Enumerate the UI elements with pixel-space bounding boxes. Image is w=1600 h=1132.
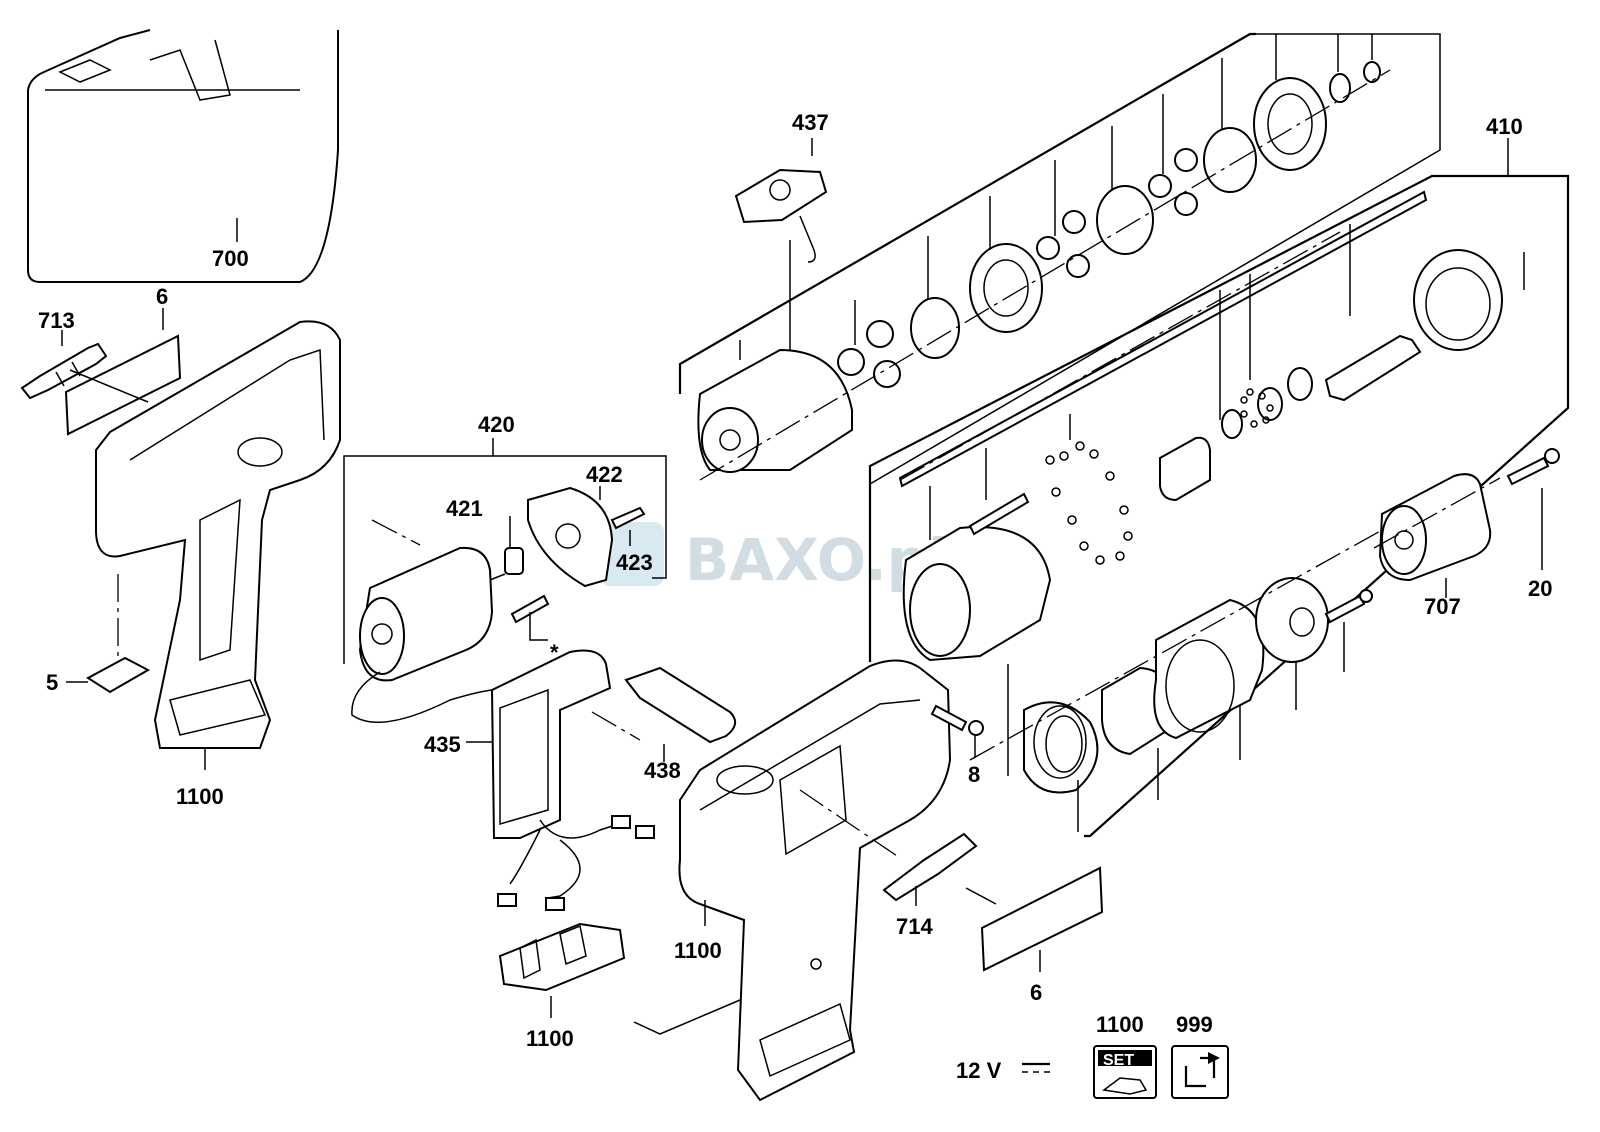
label-707: 707 [1424, 594, 1461, 619]
battery-terminal-block [498, 922, 626, 1018]
label-410: 410 [1486, 114, 1523, 139]
switch-button-438 [624, 666, 737, 762]
label-423: 423 [616, 550, 653, 575]
label-713: 713 [38, 308, 75, 333]
part-labels: 700 713 6 5 1100 420 421 422 423 * 435 4… [38, 110, 1552, 1083]
label-8: 8 [968, 762, 980, 787]
voltage-label: 12 V [956, 1058, 1002, 1083]
label-1100-set: 1100 [1096, 1012, 1144, 1037]
motor-group-420 [343, 438, 667, 724]
label-420: 420 [478, 412, 515, 437]
replacement-icon [1171, 1045, 1229, 1099]
clutch-balls [1045, 441, 1133, 565]
label-700: 700 [212, 246, 249, 271]
asterisk: * [550, 640, 559, 665]
carry-case [27, 29, 339, 283]
switch-435 [466, 649, 655, 911]
screw-20 [1373, 448, 1560, 570]
label-1100-housing: 1100 [674, 938, 722, 963]
screw-8 [930, 704, 984, 758]
label-999: 999 [1176, 1012, 1213, 1037]
label-435: 435 [424, 732, 461, 757]
label-438: 438 [644, 758, 681, 783]
label-421: 421 [446, 496, 483, 521]
label-1100: 1100 [176, 784, 224, 809]
drill-chuck-707 [1378, 473, 1492, 598]
housing-half-left [95, 320, 341, 770]
label-6: 6 [156, 284, 168, 309]
label-714: 714 [896, 914, 933, 939]
kit-set-icon: SET [1093, 1045, 1157, 1099]
ball-ring [1240, 388, 1274, 428]
gearbox-group [678, 32, 1441, 485]
screwdriver-bit-714 [799, 789, 978, 906]
label-plate-6 [64, 308, 182, 436]
label-6-right: 6 [1030, 980, 1042, 1005]
dc-symbol [1022, 1062, 1050, 1073]
label-422: 422 [586, 462, 623, 487]
label-437: 437 [792, 110, 829, 135]
svg-text:SET: SET [1103, 1052, 1134, 1069]
clutch-group-410 [868, 138, 1570, 838]
label-20: 20 [1528, 576, 1552, 601]
label-1100-terminal: 1100 [526, 1026, 574, 1051]
screwdriver-bit-713 [20, 330, 108, 400]
label-plate-6-right [965, 866, 1104, 972]
housing-half-right [633, 659, 952, 1102]
label-plate-5 [66, 574, 151, 694]
label-5: 5 [46, 670, 58, 695]
